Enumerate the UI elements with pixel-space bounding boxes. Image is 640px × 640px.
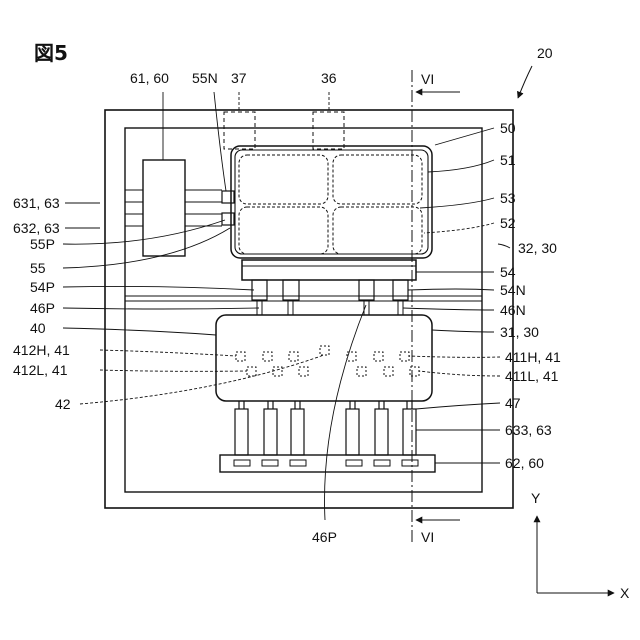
element-411L-1 xyxy=(357,367,366,376)
component-37-outline xyxy=(224,112,255,149)
output-bar-3 xyxy=(291,409,304,455)
capacitor-element-3 xyxy=(239,207,328,254)
label-62-60: 62, 60 xyxy=(505,455,544,471)
leader-50 xyxy=(435,128,494,145)
label-31-30: 31, 30 xyxy=(500,324,539,340)
ref-20-arrow xyxy=(518,66,532,98)
label-55N: 55N xyxy=(192,70,218,86)
label-37: 37 xyxy=(231,70,247,86)
leader-54N xyxy=(408,289,494,290)
section-label-bottom: VI xyxy=(421,529,434,545)
element-411H-2 xyxy=(374,352,383,361)
leader-46P-bottom xyxy=(325,305,366,520)
leader-40 xyxy=(63,328,216,335)
terminal-55P xyxy=(222,213,234,225)
section-label-top: VI xyxy=(421,71,434,87)
label-47: 47 xyxy=(505,395,521,411)
leader-55P xyxy=(63,220,225,244)
component-36-outline xyxy=(313,112,344,149)
element-411L-3 xyxy=(410,367,419,376)
label-632-63: 632, 63 xyxy=(13,220,60,236)
leader-42 xyxy=(80,355,324,404)
element-412L-3 xyxy=(299,367,308,376)
label-54P: 54P xyxy=(30,279,55,295)
label-52: 52 xyxy=(500,215,516,231)
label-631-63: 631, 63 xyxy=(13,195,60,211)
ref-20-label: 20 xyxy=(537,45,553,61)
label-55P: 55P xyxy=(30,236,55,252)
element-412H-2 xyxy=(263,352,272,361)
element-412H-1 xyxy=(236,352,245,361)
current-sensor-61 xyxy=(143,160,185,256)
capacitor-element-4 xyxy=(333,207,422,254)
x-axis-label: X xyxy=(620,585,630,601)
connector-54N-1 xyxy=(359,280,374,300)
output-bar-1 xyxy=(235,409,248,455)
label-633-63: 633, 63 xyxy=(505,422,552,438)
output-leads-47 xyxy=(235,401,416,455)
leader-46N xyxy=(403,308,494,310)
bus-bars-631-632 xyxy=(125,190,222,226)
leader-411L xyxy=(419,371,500,376)
element-411L-2 xyxy=(384,367,393,376)
leader-31 xyxy=(432,330,494,332)
label-42: 42 xyxy=(55,396,71,412)
case-51 xyxy=(235,150,428,254)
leader-55 xyxy=(63,228,230,268)
capacitor-element-1 xyxy=(239,155,328,204)
figure-title: 図5 xyxy=(34,41,68,65)
leader-52 xyxy=(424,223,494,233)
element-42 xyxy=(320,346,329,355)
leader-412L xyxy=(100,370,247,371)
element-411H-3 xyxy=(400,352,409,361)
leader-lines xyxy=(63,92,510,520)
output-bar-5 xyxy=(375,409,388,455)
leader-54P xyxy=(63,286,254,290)
label-412H-41: 412H, 41 xyxy=(13,342,70,358)
label-53: 53 xyxy=(500,190,516,206)
leader-53 xyxy=(420,198,494,208)
label-36: 36 xyxy=(321,70,337,86)
label-411L-41: 411L, 41 xyxy=(505,368,559,384)
leader-46P-left xyxy=(63,308,259,309)
terminal-block-62 xyxy=(220,455,435,472)
element-412H-3 xyxy=(289,352,298,361)
label-46P-bottom: 46P xyxy=(312,529,337,545)
output-bar-4 xyxy=(346,409,359,455)
switching-elements xyxy=(236,346,419,376)
output-bar-6 xyxy=(403,409,416,455)
label-32-30: 32, 30 xyxy=(518,240,557,256)
connector-54P-2 xyxy=(283,280,299,300)
connector-54N-2 xyxy=(393,280,408,300)
leader-51 xyxy=(428,160,494,172)
leader-32 xyxy=(498,244,510,248)
output-bar-2 xyxy=(264,409,277,455)
bus-bar-54 xyxy=(242,260,416,280)
label-61-60: 61, 60 xyxy=(130,70,169,86)
label-46N: 46N xyxy=(500,302,526,318)
leader-411H xyxy=(409,356,500,357)
label-54: 54 xyxy=(500,264,516,280)
label-411H-41: 411H, 41 xyxy=(505,349,561,365)
capacitor-element-2 xyxy=(333,155,422,204)
capacitor-module-50 xyxy=(231,146,432,258)
terminal-55N xyxy=(222,191,234,203)
label-55: 55 xyxy=(30,260,46,276)
label-40: 40 xyxy=(30,320,46,336)
label-50: 50 xyxy=(500,120,516,136)
element-412L-1 xyxy=(247,367,256,376)
label-412L-41: 412L, 41 xyxy=(13,362,68,378)
label-54N: 54N xyxy=(500,282,526,298)
element-412L-2 xyxy=(273,367,282,376)
connector-54P-1 xyxy=(252,280,267,300)
leader-47 xyxy=(416,403,500,409)
y-axis-label: Y xyxy=(531,490,541,506)
label-51: 51 xyxy=(500,152,516,168)
label-46P-left: 46P xyxy=(30,300,55,316)
